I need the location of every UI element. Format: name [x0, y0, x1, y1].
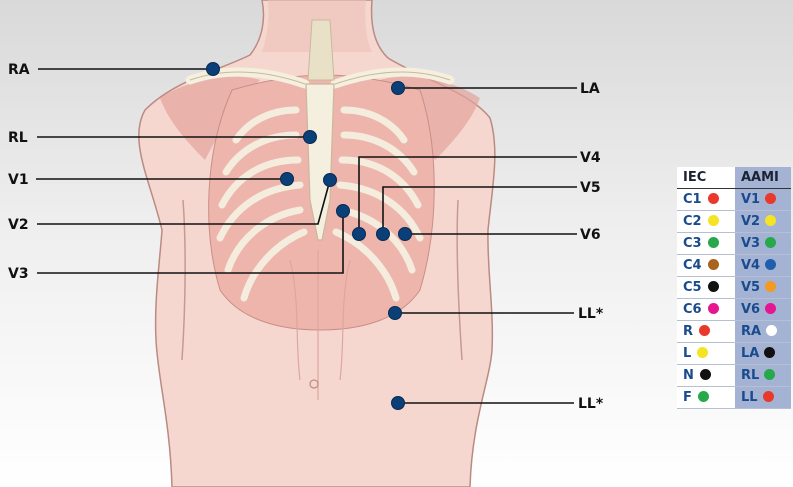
color-dot-icon	[708, 237, 719, 248]
legend-aami-label: V5	[741, 280, 760, 295]
color-dot-icon	[699, 325, 710, 336]
legend-header-aami: AAMI	[735, 167, 791, 189]
legend-row: R RA	[677, 321, 791, 343]
legend-aami-cell: LL	[735, 387, 791, 409]
electrode-v2	[324, 174, 337, 187]
color-dot-icon	[698, 391, 709, 402]
legend-header-iec: IEC	[677, 167, 735, 189]
legend-iec-cell: C6	[677, 299, 735, 321]
color-dot-icon	[708, 215, 719, 226]
color-dot-icon	[708, 259, 719, 270]
electrode-la	[392, 82, 405, 95]
electrode-v3	[337, 205, 350, 218]
legend-aami-cell: V6	[735, 299, 791, 321]
color-dot-icon	[765, 237, 776, 248]
legend-iec-cell: F	[677, 387, 735, 409]
legend-row: C3 V3	[677, 233, 791, 255]
legend-iec-label: R	[683, 324, 693, 339]
color-dot-icon	[765, 215, 776, 226]
color-dot-icon	[765, 193, 776, 204]
legend-row: C1 V1	[677, 189, 791, 211]
electrode-ll_upper	[389, 307, 402, 320]
legend-iec-cell: C3	[677, 233, 735, 255]
electrode-v6	[399, 228, 412, 241]
color-dot-icon	[764, 369, 775, 380]
legend-aami-cell: V5	[735, 277, 791, 299]
color-dot-icon	[765, 281, 776, 292]
electrode-label-ra: RA	[8, 62, 30, 78]
color-dot-icon	[763, 391, 774, 402]
legend-iec-label: C2	[683, 214, 702, 229]
electrode-v4	[353, 228, 366, 241]
legend-iec-cell: C4	[677, 255, 735, 277]
legend-iec-cell: N	[677, 365, 735, 387]
color-dot-icon	[764, 347, 775, 358]
legend-iec-cell: C2	[677, 211, 735, 233]
electrode-label-la: LA	[580, 81, 600, 97]
electrode-label-v2: V2	[8, 217, 29, 233]
legend-iec-label: N	[683, 368, 694, 383]
electrode-ll_lower	[392, 397, 405, 410]
electrode-label-rl: RL	[8, 130, 28, 146]
legend-row: F LL	[677, 387, 791, 409]
legend-aami-cell: LA	[735, 343, 791, 365]
legend-iec-label: C3	[683, 236, 702, 251]
legend-aami-cell: V3	[735, 233, 791, 255]
color-dot-icon	[708, 281, 719, 292]
legend-aami-label: V3	[741, 236, 760, 251]
legend-aami-cell: RL	[735, 365, 791, 387]
legend-aami-label: LL	[741, 390, 758, 405]
electrode-label-ll_lower: LL*	[578, 396, 603, 412]
color-dot-icon	[765, 303, 776, 314]
legend-aami-label: RA	[741, 324, 761, 339]
legend-iec-label: L	[683, 346, 691, 361]
legend-iec-cell: R	[677, 321, 735, 343]
legend-aami-label: RL	[741, 368, 759, 383]
electrode-label-v1: V1	[8, 172, 29, 188]
electrode-rl	[304, 131, 317, 144]
color-dot-icon	[765, 259, 776, 270]
electrode-ra	[207, 63, 220, 76]
legend-aami-cell: RA	[735, 321, 791, 343]
electrode-label-v3: V3	[8, 266, 29, 282]
legend-aami-label: V1	[741, 192, 760, 207]
legend-row: C4 V4	[677, 255, 791, 277]
color-dot-icon	[697, 347, 708, 358]
legend-row: C2 V2	[677, 211, 791, 233]
legend-row: L LA	[677, 343, 791, 365]
electrode-v5	[377, 228, 390, 241]
color-dot-icon	[708, 193, 719, 204]
legend-aami-label: V4	[741, 258, 760, 273]
legend-iec-label: C1	[683, 192, 702, 207]
legend-iec-label: C4	[683, 258, 702, 273]
legend-iec-cell: C5	[677, 277, 735, 299]
legend-aami-cell: V2	[735, 211, 791, 233]
color-dot-icon	[700, 369, 711, 380]
legend-row: N RL	[677, 365, 791, 387]
electrode-label-ll_upper: LL*	[578, 306, 603, 322]
color-dot-icon	[766, 325, 777, 336]
legend-iec-label: C5	[683, 280, 702, 295]
legend-aami-cell: V4	[735, 255, 791, 277]
electrode-label-v5: V5	[580, 180, 601, 196]
legend-iec-label: F	[683, 390, 692, 405]
color-dot-icon	[708, 303, 719, 314]
legend-aami-cell: V1	[735, 189, 791, 211]
electrode-v1	[281, 173, 294, 186]
electrode-label-v4: V4	[580, 150, 601, 166]
legend-iec-cell: L	[677, 343, 735, 365]
legend-row: C6 V6	[677, 299, 791, 321]
legend-row: C5 V5	[677, 277, 791, 299]
legend-aami-label: V2	[741, 214, 760, 229]
legend-iec-cell: C1	[677, 189, 735, 211]
legend-aami-label: LA	[741, 346, 759, 361]
legend-iec-label: C6	[683, 302, 702, 317]
electrode-label-v6: V6	[580, 227, 601, 243]
legend-aami-label: V6	[741, 302, 760, 317]
